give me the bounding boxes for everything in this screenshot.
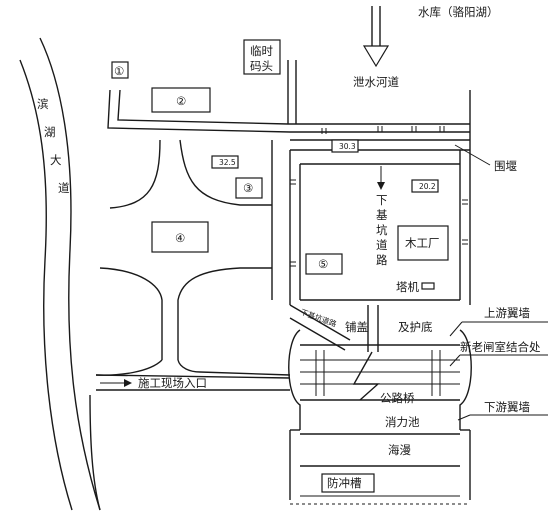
pit-road-char-1: 下 <box>376 193 388 207</box>
spillway-flow-arrow <box>362 6 390 68</box>
pit-road-char-5: 路 <box>376 253 388 267</box>
wingwalls <box>288 329 472 431</box>
pit-road-arrow <box>377 166 385 190</box>
scour-trench-label: 防冲槽 <box>327 476 362 490</box>
binhu-avenue-char-1: 滨 <box>37 97 49 111</box>
zone-1-label: ① <box>114 64 124 78</box>
pit-area-outline <box>289 150 471 305</box>
pit-road-char-4: 道 <box>376 238 388 252</box>
reservoir-label: 水库（骆阳湖） <box>418 5 499 19</box>
zone-1-box <box>111 61 129 79</box>
temp-dock-box <box>243 39 281 75</box>
zone-5-label: ⑤ <box>318 257 328 271</box>
zone-3-box <box>235 177 263 199</box>
cofferdam-ticks <box>321 126 445 134</box>
site-entrance-label: 施工现场入口 <box>138 376 207 390</box>
carpentry-shop-box <box>397 225 449 261</box>
scour-trench-box <box>321 473 375 493</box>
highway-bridge-label: 公路桥 <box>380 391 415 405</box>
callout-lines <box>449 321 548 421</box>
entrance-arrow <box>100 379 132 387</box>
binhu-avenue-char-2: 湖 <box>44 125 56 139</box>
downstream-wingwall-label: 下游翼墙 <box>484 400 530 414</box>
binhu-avenue-road <box>19 37 101 511</box>
zone-3-label: ③ <box>243 181 253 195</box>
elevation-202-label: 20.2 <box>419 182 436 191</box>
gate-structure <box>300 305 460 401</box>
zone-5-box <box>305 253 343 275</box>
temp-dock-label-2: 码头 <box>250 59 273 73</box>
elevation-tag-303 <box>331 139 359 153</box>
tower-crane-label: 塔机 <box>396 280 419 294</box>
stilling-basin-label: 消力池 <box>385 415 420 429</box>
lower-pit-road-label: 下基坑道路 <box>299 306 338 328</box>
zone-2-box <box>151 87 211 113</box>
elevation-325-label: 32.5 <box>219 158 236 167</box>
internal-roads <box>89 139 291 511</box>
paving-right-label: 及护底 <box>398 320 433 334</box>
pit-wall-ticks <box>290 179 468 267</box>
pit-road-char-3: 坑 <box>376 223 388 237</box>
zone-2-label: ② <box>176 94 186 108</box>
cofferdam-lines <box>290 139 491 166</box>
lower-channel <box>289 430 471 500</box>
old-gate-junction-label: 新老闸室结合处 <box>460 340 541 354</box>
binhu-avenue-char-3: 大 <box>50 153 62 167</box>
cofferdam-label: 围堰 <box>494 159 517 173</box>
carpentry-shop-label: 木工厂 <box>405 236 440 250</box>
elevation-tag-202 <box>411 179 439 193</box>
spillway-channel-label: 泄水河道 <box>353 75 399 89</box>
upstream-wingwall-label: 上游翼墙 <box>484 306 530 320</box>
zone-4-label: ④ <box>175 231 185 245</box>
temp-dock-label-1: 临时 <box>250 44 273 58</box>
pit-road-char-2: 基 <box>376 208 388 222</box>
binhu-avenue-char-4: 道 <box>58 181 70 195</box>
upper-road <box>107 60 471 150</box>
elevation-303-label: 30.3 <box>339 142 356 151</box>
elevation-tag-325 <box>211 155 239 169</box>
zone-4-box <box>151 221 209 253</box>
lower-pit-road <box>289 304 351 351</box>
apron-label: 海漫 <box>388 443 411 457</box>
paving-left-label: 铺盖 <box>345 320 368 334</box>
tower-crane-box <box>421 282 435 290</box>
